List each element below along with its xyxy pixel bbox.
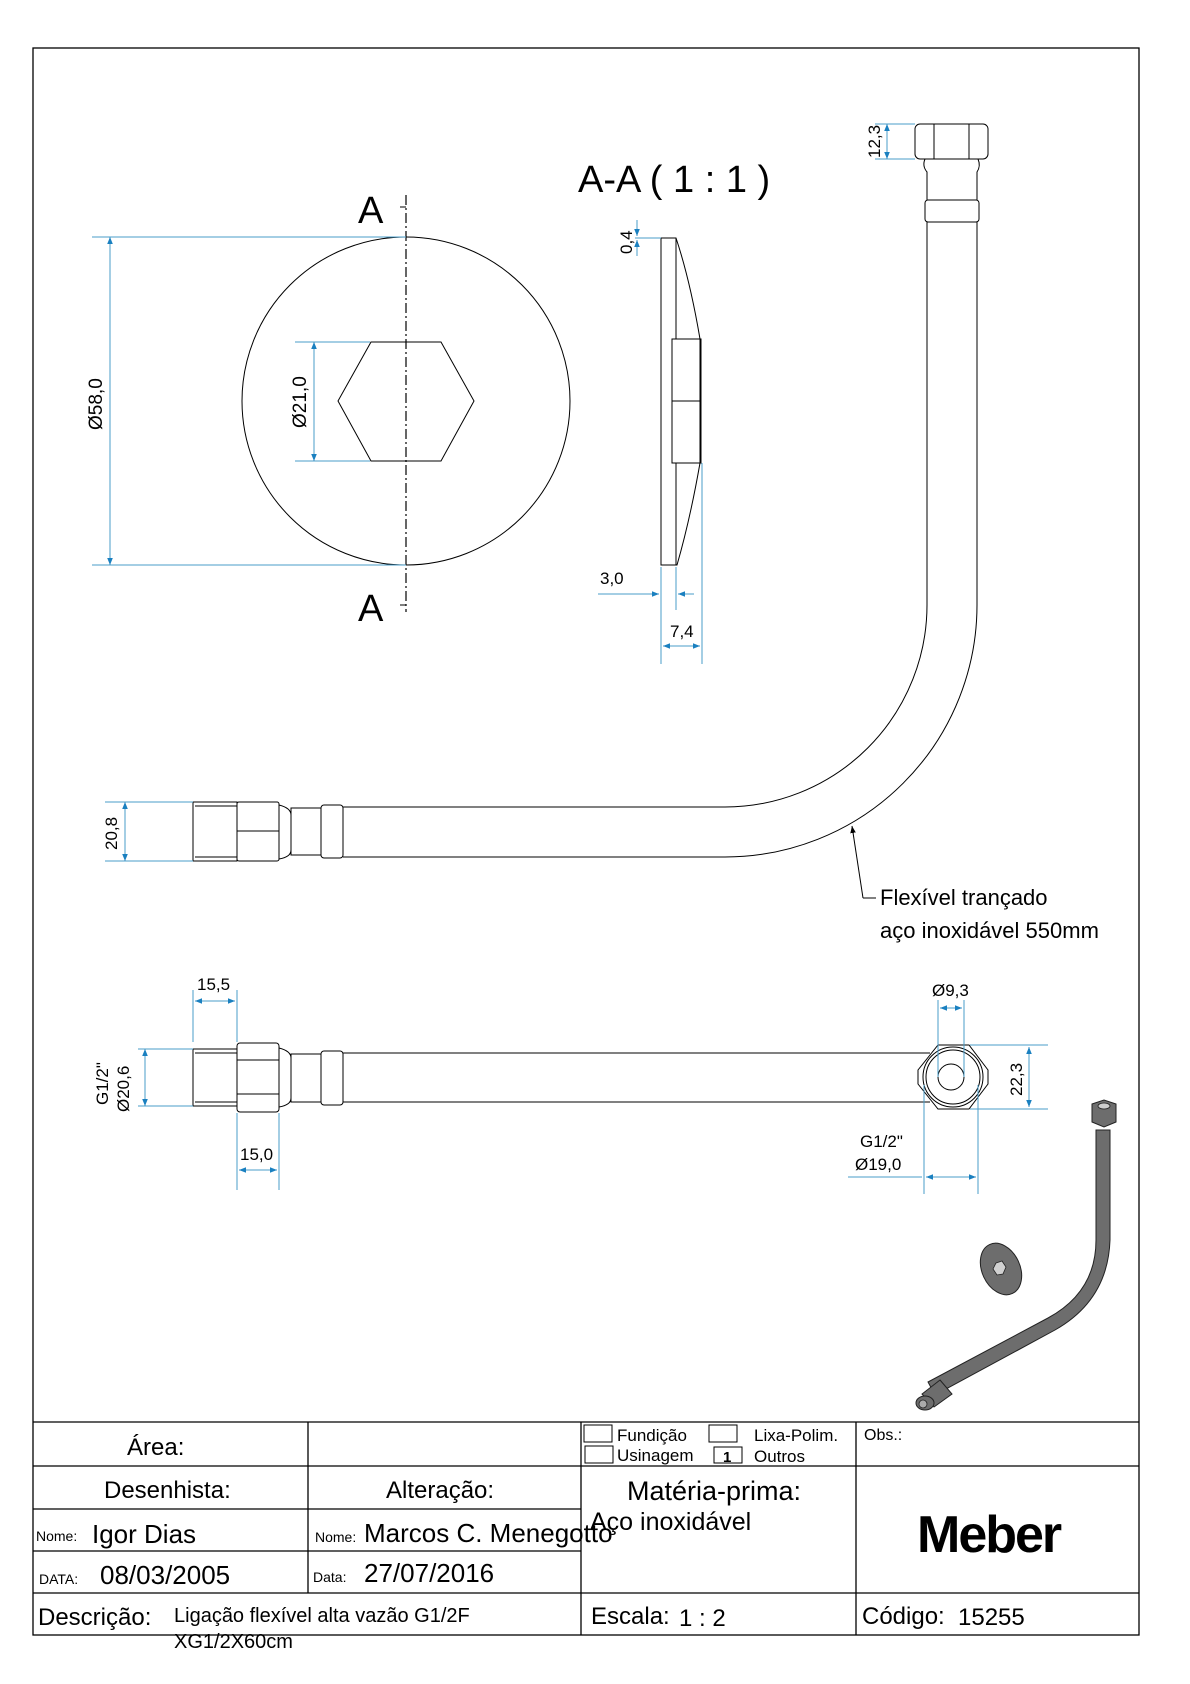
hex-hole [337,341,475,462]
section-thickness-label: 3,0 [600,569,624,588]
hose-side-view: 12,3 20,8 Flexível trançado aço inoxidáv… [102,123,1099,943]
scale-value: 1 : 2 [679,1605,726,1632]
annotation-leader [850,825,864,899]
annotation-line-1: Flexível trançado [880,885,1048,910]
designer-name: Igor Dias [92,1519,196,1549]
hex-across-flats-label: 22,3 [1007,1063,1026,1096]
designer-date: 08/03/2005 [100,1560,230,1590]
isometric-view [915,1099,1117,1411]
change-name-prefix: Nome: [315,1529,356,1545]
material-value: Aço inoxidável [590,1508,751,1536]
drawing-frame [32,47,1140,1636]
company-logo: Meber [917,1506,1062,1564]
change-date: 27/07/2016 [364,1558,494,1588]
hose-top-view: 15,5 15,0 G1/2" Ø20,6 Ø9,3 22,3 G1/2" Ø1… [93,975,1048,1194]
material-label: Matéria-prima: [627,1476,801,1506]
bore-diameter-label: Ø9,3 [932,981,969,1000]
section-title: A-A ( 1 : 1 ) [578,159,770,201]
section-depth-label: 7,4 [670,622,694,641]
change-label: Alteração: [386,1477,494,1504]
annotation-line-2: aço inoxidável 550mm [880,918,1099,943]
bore-circle [937,1063,965,1091]
hex-length-label: 15,0 [240,1145,273,1164]
top-nut-height-label: 12,3 [865,125,884,158]
section-label-top: A [358,190,384,232]
section-label-bottom: A [358,588,384,630]
hex-diameter-label: Ø21,0 [290,376,311,428]
description-line-1: Ligação flexível alta vazão G1/2F [174,1605,470,1627]
top-nut [914,123,989,160]
code-value: 15255 [958,1604,1025,1631]
area-label: Área: [127,1434,184,1461]
change-date-prefix: Data: [313,1569,346,1585]
checkbox-fundicao[interactable] [583,1424,613,1443]
thread-diameter-left-label: Ø20,6 [114,1066,133,1112]
option-usinagem-label: Usinagem [617,1446,694,1465]
option-lixa-polim-label: Lixa-Polim. [754,1426,838,1445]
description-label: Descrição: [38,1604,151,1631]
end-hex [917,1044,989,1110]
designer-date-prefix: DATA: [39,1571,78,1587]
designer-name-prefix: Nome: [36,1528,77,1544]
designer-label: Desenhista: [104,1477,231,1504]
checkbox-lixa-polim[interactable] [708,1424,738,1443]
title-block: Área: Fundição Lixa-Polim. Usinagem 1 Ou… [33,1421,1139,1653]
change-name: Marcos C. Menegotto [364,1518,613,1548]
checkbox-usinagem[interactable] [584,1445,614,1464]
section-top-dimension-label: 0,4 [617,230,636,254]
thread-spec-right-label: G1/2" [860,1132,903,1151]
scale-label: Escala: [591,1603,670,1630]
option-outros-label: Outros [754,1447,805,1466]
checkbox-outros[interactable] [713,1446,743,1464]
section-view: A-A ( 1 : 1 ) 0,4 3,0 7,4 [578,159,770,664]
left-thread [192,801,238,862]
option-fundicao-label: Fundição [617,1426,687,1445]
description-line-2: XG1/2X60cm [174,1631,293,1653]
hose-end-height-label: 20,8 [102,817,121,850]
code-label: Código: [862,1603,945,1630]
plate-front-view: A A Ø58,0 Ø21,0 [86,190,571,630]
plate-diameter-label: Ø58,0 [86,378,107,430]
obs-label: Obs.: [864,1427,902,1444]
option-outros-mark: 1 [723,1449,731,1466]
thread-spec-left-label: G1/2" [93,1062,112,1105]
thread-diameter-right-label: Ø19,0 [855,1155,901,1174]
fitting-length-label: 15,5 [197,975,230,994]
